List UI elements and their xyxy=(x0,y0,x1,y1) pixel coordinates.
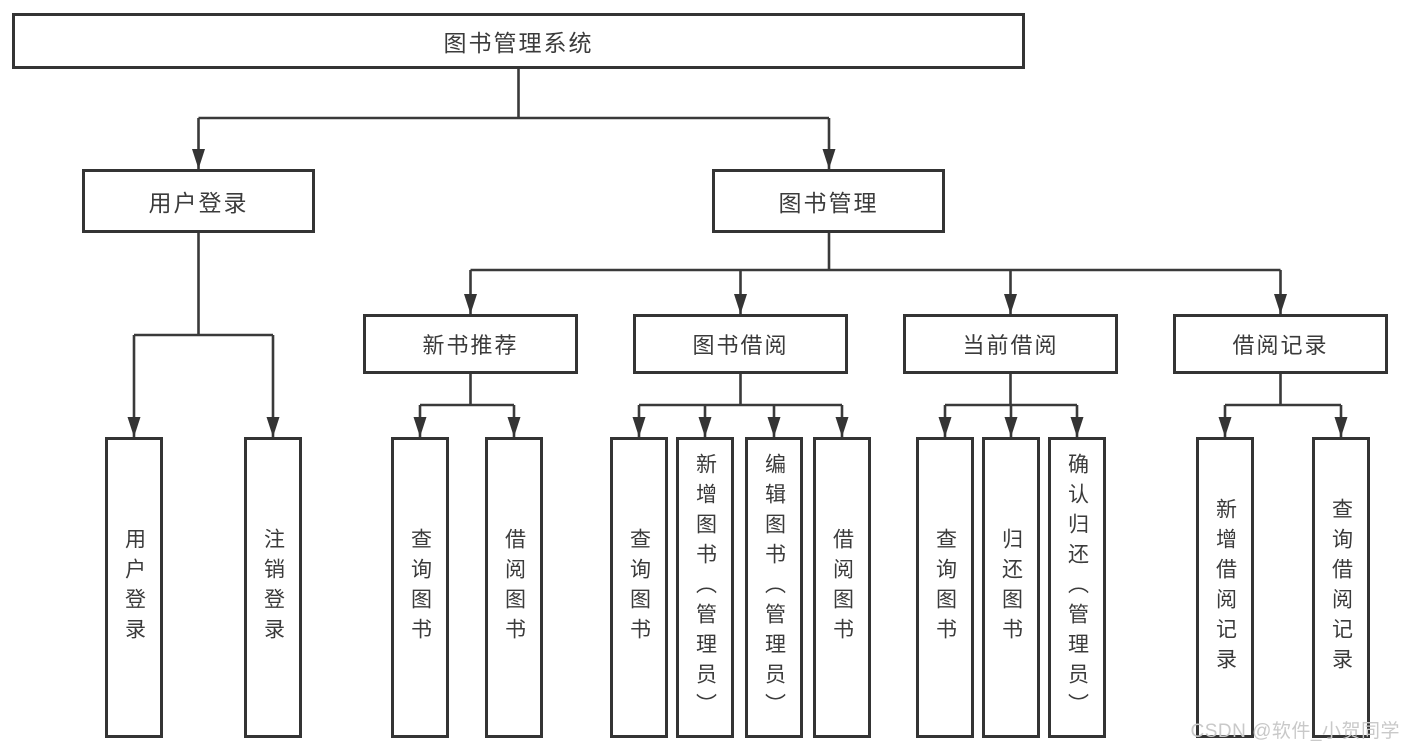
node-label: 图书借阅 xyxy=(692,333,789,358)
node-label: 编辑图书（管理员） xyxy=(762,452,786,723)
node-borrow-records: 借阅记录 xyxy=(1173,314,1388,374)
node-label: 确认归还（管理员） xyxy=(1065,452,1089,723)
node-user-login-branch: 用户登录 xyxy=(82,169,315,233)
node-label: 图书管理系统 xyxy=(443,30,594,56)
node-label: 图书管理 xyxy=(778,190,879,216)
node-label: 查询图书 xyxy=(408,527,432,648)
node-label: 用户登录 xyxy=(122,527,146,648)
node-current-borrow: 当前借阅 xyxy=(903,314,1118,374)
tree-trunk-lines xyxy=(134,69,1341,407)
node-leaf-add-book-admin: 新增图书（管理员） xyxy=(676,437,734,738)
node-root-library-system: 图书管理系统 xyxy=(12,13,1025,69)
node-new-book-recommend: 新书推荐 xyxy=(363,314,578,374)
node-label: 用户登录 xyxy=(148,190,249,216)
node-leaf-borrow-books-recommend: 借阅图书 xyxy=(485,437,543,738)
node-label: 注销登录 xyxy=(261,527,285,648)
node-leaf-return-book: 归还图书 xyxy=(982,437,1040,738)
node-leaf-edit-book-admin: 编辑图书（管理员） xyxy=(745,437,803,738)
node-leaf-query-books-recommend: 查询图书 xyxy=(391,437,449,738)
node-book-borrow: 图书借阅 xyxy=(633,314,848,374)
node-leaf-borrow-books: 借阅图书 xyxy=(813,437,871,738)
node-leaf-add-borrow-record: 新增借阅记录 xyxy=(1196,437,1254,738)
node-leaf-logout: 注销登录 xyxy=(244,437,302,738)
node-label: 当前借阅 xyxy=(962,333,1059,358)
node-label: 新增借阅记录 xyxy=(1213,497,1237,678)
node-label: 查询借阅记录 xyxy=(1329,497,1353,678)
node-label: 新增图书（管理员） xyxy=(693,452,717,723)
node-leaf-query-books-borrow: 查询图书 xyxy=(610,437,668,738)
node-label: 查询图书 xyxy=(933,527,957,648)
node-label: 借阅图书 xyxy=(502,527,526,648)
node-label: 新书推荐 xyxy=(422,333,519,358)
node-book-management-branch: 图书管理 xyxy=(712,169,945,233)
csdn-watermark: CSDN @软件_小贺同学 xyxy=(1190,721,1400,742)
node-label: 查询图书 xyxy=(627,527,651,648)
node-label: 归还图书 xyxy=(999,527,1023,648)
node-leaf-confirm-return-admin: 确认归还（管理员） xyxy=(1048,437,1106,738)
node-leaf-user-login: 用户登录 xyxy=(105,437,163,738)
node-leaf-query-books-current: 查询图书 xyxy=(916,437,974,738)
node-label: 借阅记录 xyxy=(1232,333,1329,358)
node-label: 借阅图书 xyxy=(830,527,854,648)
node-leaf-query-borrow-record: 查询借阅记录 xyxy=(1312,437,1370,738)
